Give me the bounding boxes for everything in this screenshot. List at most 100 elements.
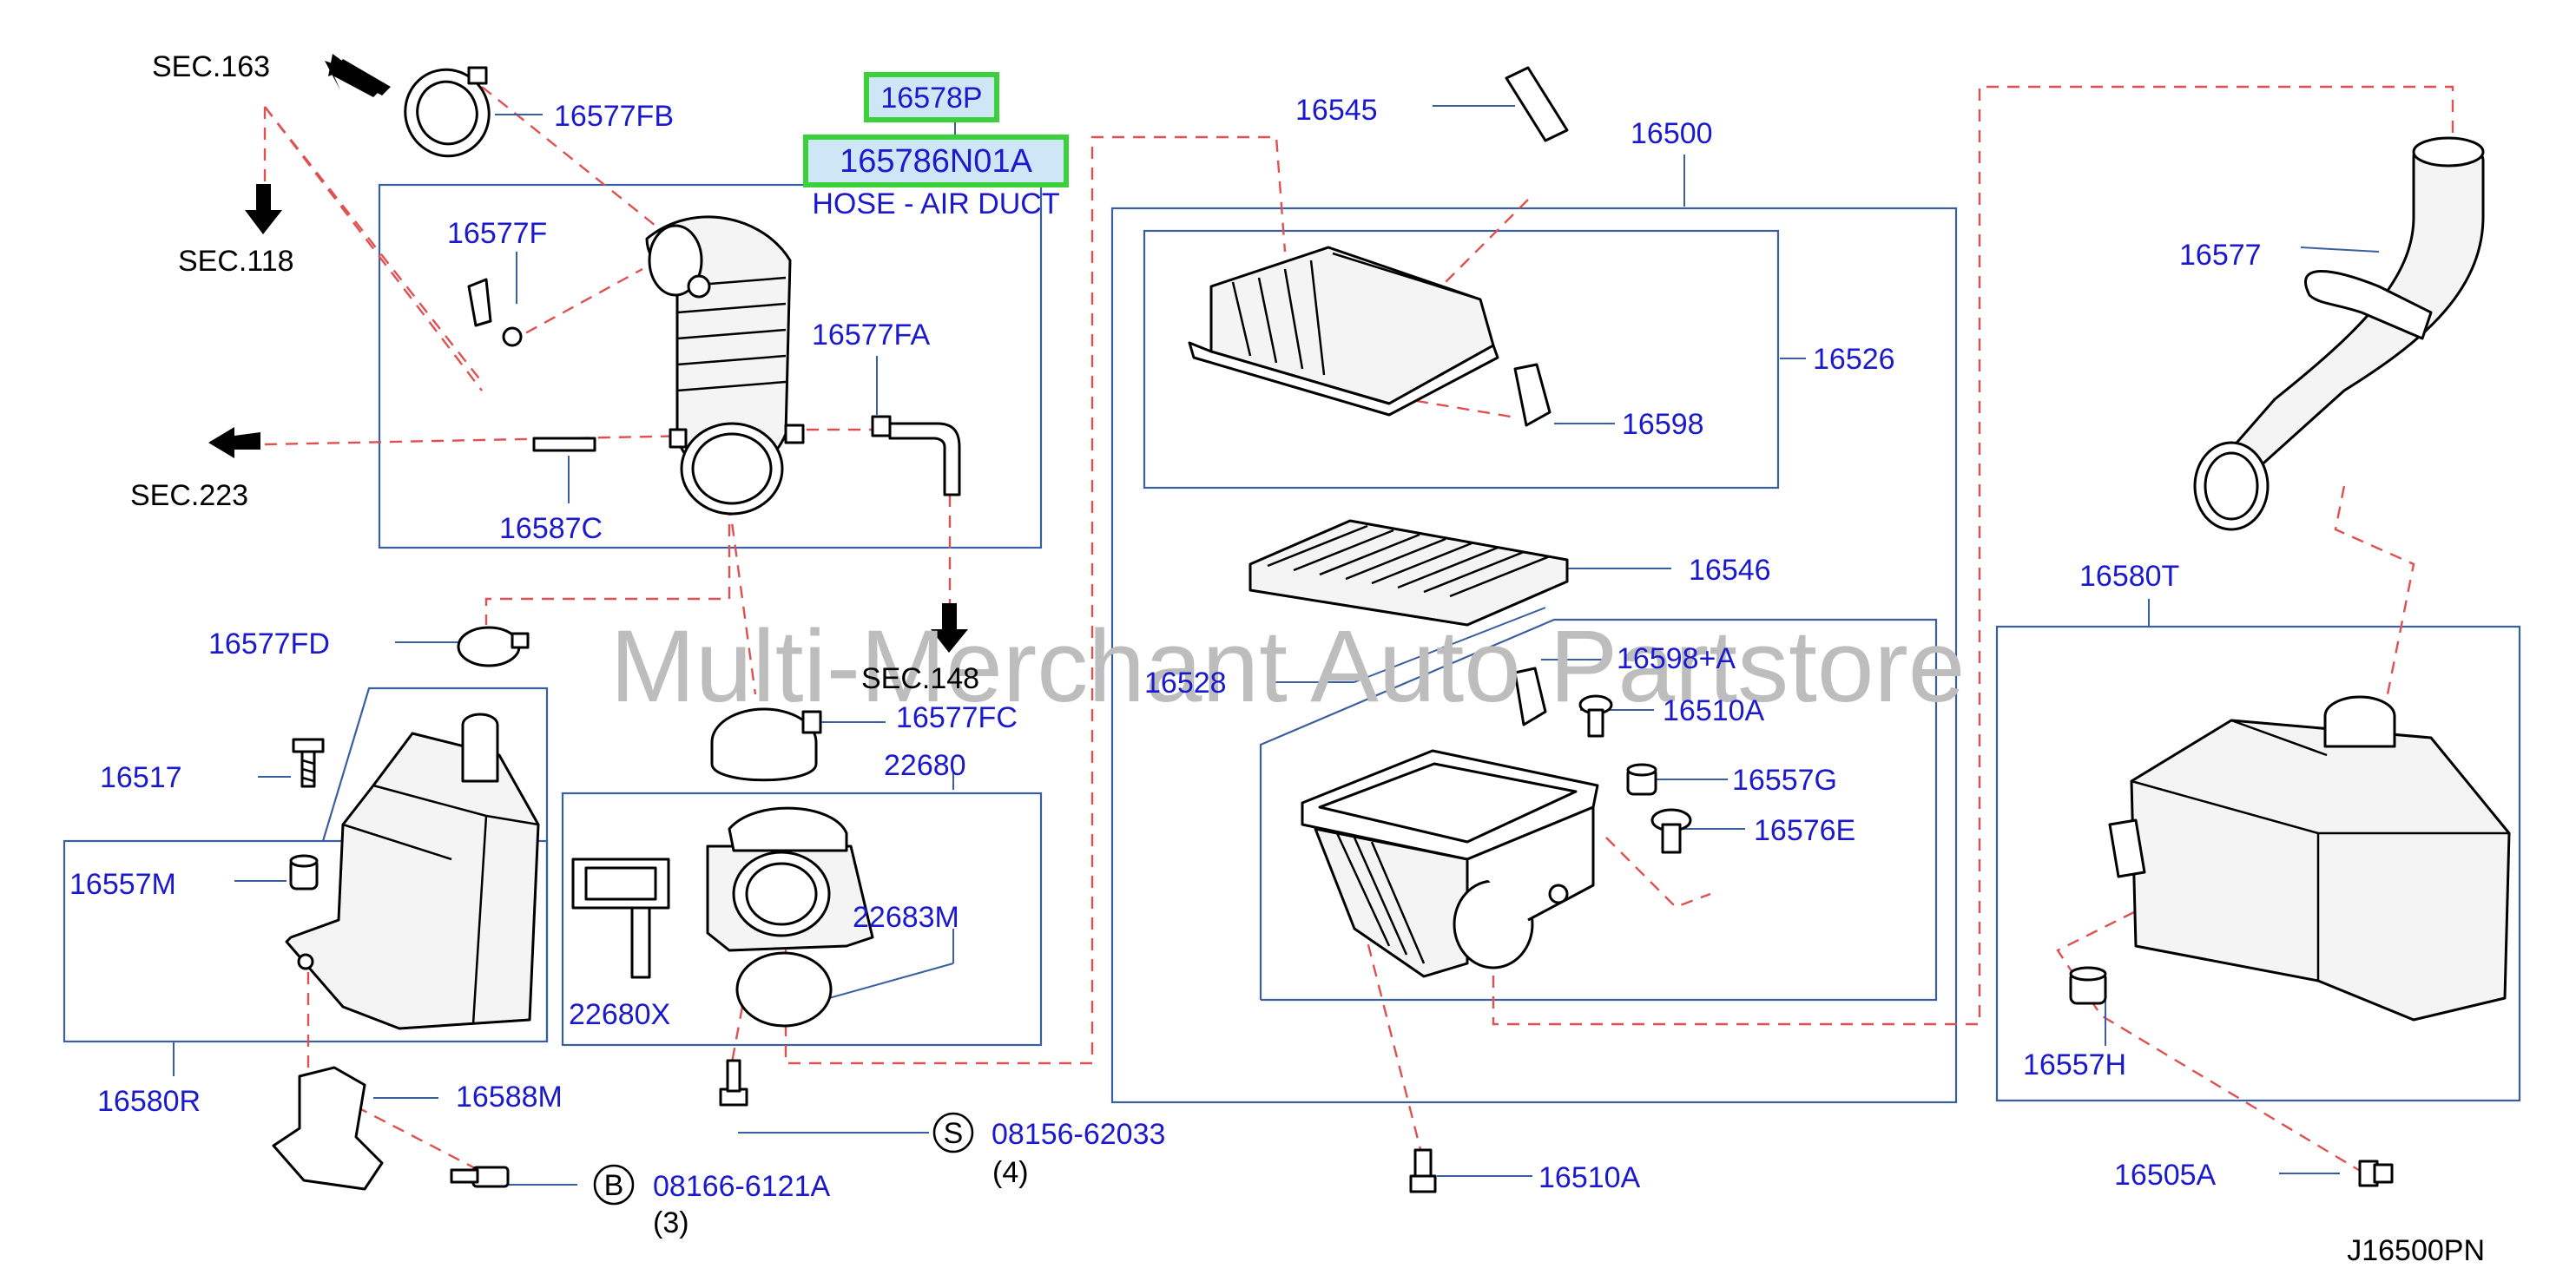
maf-group-box (561, 792, 1043, 1047)
section-label-sec118[interactable]: SEC.118 (178, 245, 294, 278)
section-label-sec223[interactable]: SEC.223 (130, 479, 248, 512)
highlight-selected-part[interactable]: 16578P 165786N01A HOSE - AIR DUCT (803, 72, 1069, 220)
resonator-upper-box (321, 687, 549, 1042)
part-label-16588m[interactable]: 16588M (456, 1081, 563, 1114)
clamp-16577fc-icon (710, 707, 822, 782)
clip-16598a-icon (1513, 667, 1547, 726)
highlight-part-box[interactable] (864, 72, 999, 122)
bolt-s-icon (719, 1059, 748, 1107)
resonator-t-box (1995, 625, 2521, 1102)
part-drawings (272, 66, 2511, 1193)
guide-fd (484, 503, 731, 625)
part-label-16577fd[interactable]: 16577FD (208, 628, 330, 660)
guide-16577f (507, 267, 643, 345)
group-boxes (63, 183, 2521, 1104)
section-arrows (208, 54, 968, 653)
grommet-16557g-icon (1626, 763, 1657, 796)
part-label-16526[interactable]: 16526 (1813, 343, 1895, 376)
o-ring-22683m-icon (735, 951, 833, 1028)
clamp-16577fd-icon (457, 626, 521, 667)
part-label-16557h[interactable]: 16557H (2023, 1048, 2126, 1081)
highlight-description: HOSE - AIR DUCT (812, 187, 1059, 220)
leader-lines (173, 102, 2380, 1186)
grommet-16557h-icon (2069, 966, 2107, 1005)
part-label-16545[interactable]: 16545 (1295, 94, 1378, 127)
part-label-22680x[interactable]: 22680X (569, 998, 670, 1031)
diagram-code: J16500PN (2347, 1234, 2485, 1267)
guide-16577 (2334, 485, 2415, 739)
highlight-part-number[interactable]: 16578P (880, 82, 982, 115)
highlight-oem-number[interactable]: 165786N01A (840, 143, 1033, 180)
part-label-16557g[interactable]: 16557G (1732, 764, 1837, 797)
bolt-b-part-number[interactable]: 08166-6121A (653, 1170, 831, 1203)
hose-16577fa-icon (888, 422, 961, 496)
label-16545-icon (1505, 66, 1569, 142)
hose-16577f-icon (467, 278, 492, 327)
cover-group-box (1143, 229, 1780, 490)
section-labels: SEC.163 SEC.118 SEC.223 SEC.148 (130, 50, 979, 695)
guide-16545 (1406, 199, 1529, 322)
guide-16576e (1552, 814, 1711, 909)
part-label-16577fc[interactable]: 16577FC (896, 701, 1018, 734)
highlight-oem-box[interactable] (803, 135, 1069, 187)
maf-housing-22680-icon (706, 806, 874, 952)
part-label-16500[interactable]: 16500 (1631, 117, 1713, 150)
part-label-22683m[interactable]: 22683M (853, 901, 959, 934)
lower-case-box (1259, 618, 1938, 1002)
arrow-sec148-icon (931, 603, 968, 653)
part-label-16598[interactable]: 16598 (1622, 408, 1704, 441)
part-label-16510a-top[interactable]: 16510A (1663, 694, 1765, 727)
filter-16546-icon (1248, 519, 1569, 627)
clip-16577fa-icon (871, 415, 892, 437)
watermark: Multi-Merchant Auto Partstore (610, 609, 1966, 724)
bolt-s-symbol: S (944, 1117, 964, 1150)
bolt-b-symbol-circle (593, 1164, 635, 1206)
part-label-16577[interactable]: 16577 (2179, 239, 2262, 272)
part-label-16587c[interactable]: 16587C (499, 512, 603, 545)
part-label-16580r[interactable]: 16580R (97, 1085, 201, 1118)
part-label-16517[interactable]: 16517 (100, 761, 182, 794)
arrow-sec223-icon (208, 427, 260, 458)
section-label-sec163[interactable]: SEC.163 (152, 50, 270, 83)
bolt-s-quantity: (4) (992, 1156, 1029, 1189)
clip-16598-icon (1513, 363, 1552, 427)
duct-16577-icon (2193, 136, 2485, 531)
pin-16576e-icon (1650, 808, 1692, 854)
grommet-16557m-icon (289, 854, 319, 890)
guide-sec163-b (264, 106, 483, 391)
part-label-22680[interactable]: 22680 (884, 749, 966, 782)
part-labels: 16577FB 16577F 16577FA 16587C 16577FD 16… (69, 94, 2262, 1194)
guide-bolt-b (355, 1105, 483, 1173)
pipe-16587c-icon (532, 437, 596, 452)
maf-sensor-22680x-icon (571, 858, 670, 979)
bolt-s-part-number[interactable]: 08156-62033 (992, 1118, 1165, 1151)
air-duct-hose-icon (645, 215, 792, 516)
guide-sec223 (264, 434, 695, 446)
cover-16526-icon (1188, 246, 1499, 417)
part-label-16577fb[interactable]: 16577FB (554, 100, 674, 133)
part-label-16598a[interactable]: 16598+A (1617, 642, 1736, 675)
part-label-16577fa[interactable]: 16577FA (812, 319, 930, 352)
guide-clamp-fb (481, 86, 678, 244)
bracket-16588m-icon (272, 1066, 384, 1191)
air-cleaner-box (1110, 207, 1958, 1104)
bolt-s-symbol-circle (932, 1112, 974, 1153)
guide-fc (728, 503, 757, 695)
part-label-16528[interactable]: 16528 (1144, 667, 1227, 700)
section-label-sec148[interactable]: SEC.148 (861, 662, 979, 695)
part-label-16510a-bottom[interactable]: 16510A (1538, 1161, 1641, 1194)
bolt-16517-icon (292, 738, 325, 788)
duct-group-box (378, 183, 1043, 549)
part-label-16505a[interactable]: 16505A (2114, 1159, 2217, 1192)
part-label-16546[interactable]: 16546 (1689, 554, 1771, 587)
part-label-16577f[interactable]: 16577F (447, 217, 547, 250)
guide-sec163 (264, 106, 483, 383)
bolt-16505a-icon (2358, 1160, 2394, 1187)
screw-16510a-bottom-icon (1409, 1148, 1437, 1193)
lower-case-16528-icon (1301, 749, 1599, 978)
part-label-16580t[interactable]: 16580T (2079, 560, 2179, 593)
part-label-16557m[interactable]: 16557M (69, 868, 176, 901)
part-label-16576e[interactable]: 16576E (1754, 814, 1855, 847)
resonator-16580t-icon (2108, 695, 2511, 1022)
